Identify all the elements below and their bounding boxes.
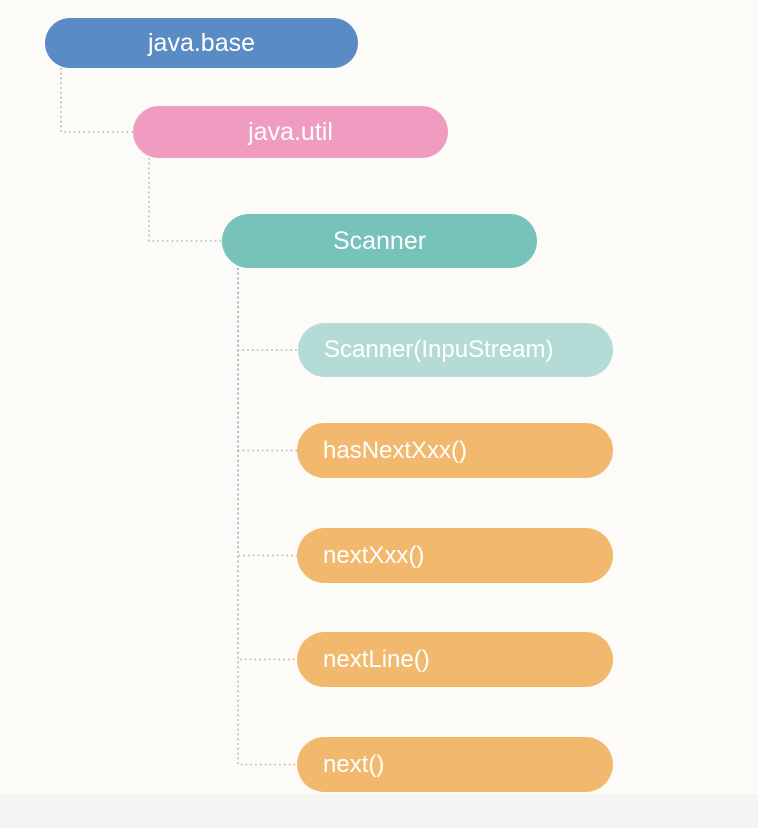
node-java-base[interactable]: java.base [45, 18, 358, 68]
connector-edge-scanner-nextline [237, 268, 297, 661]
node-scanner[interactable]: Scanner [222, 214, 537, 268]
node-label: Scanner [332, 226, 427, 255]
connector-edge-scanner-next [237, 268, 297, 766]
node-label: nextLine() [323, 645, 430, 673]
node-next-line[interactable]: nextLine() [297, 632, 613, 687]
node-label: Scanner(InpuStream) [324, 336, 554, 363]
bottom-band [0, 794, 758, 828]
node-next[interactable]: next() [297, 737, 613, 792]
node-label: java.util [248, 117, 333, 146]
connector-edge-scanner-nextxxx [237, 268, 297, 557]
connector-edge-scanner-ctor [237, 268, 298, 351]
node-has-next-xxx[interactable]: hasNextXxx() [297, 423, 613, 478]
node-label: nextXxx() [323, 541, 425, 569]
connector-edge-scanner-hasnext [237, 268, 297, 452]
node-label: java.base [147, 28, 256, 57]
node-next-xxx[interactable]: nextXxx() [297, 528, 613, 583]
connector-edge-base-util [60, 68, 133, 133]
node-label: hasNextXxx() [323, 436, 468, 464]
node-java-util[interactable]: java.util [133, 106, 448, 158]
node-scanner-ctor[interactable]: Scanner(InpuStream) [298, 323, 613, 377]
connector-edge-util-scanner [148, 158, 222, 242]
node-label: next() [323, 750, 385, 778]
